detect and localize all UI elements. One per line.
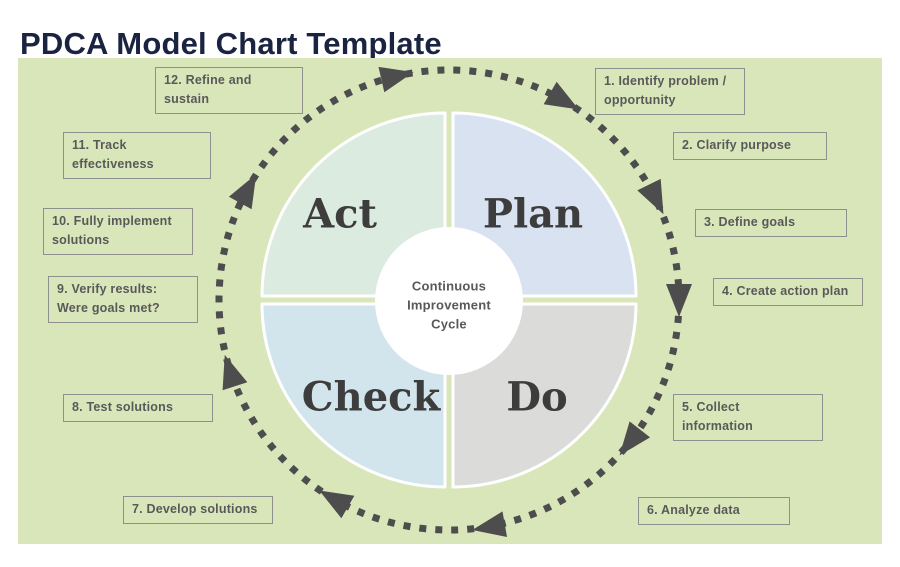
step-box-9: 9. Verify results: Were goals met? [48, 276, 198, 323]
step-box-3: 3. Define goals [695, 209, 847, 237]
arrowhead-top-left-icon [228, 174, 257, 210]
arrowhead-bottom-icon [472, 511, 508, 538]
step-box-12: 12. Refine and sustain [155, 67, 303, 114]
center-label-line: Continuous [411, 278, 487, 294]
arrowhead-right-upper-icon [637, 178, 664, 215]
arrowhead-top-right-icon [543, 81, 579, 110]
step-box-8: 8. Test solutions [63, 394, 213, 422]
arrowhead-bottom-right-icon [619, 421, 651, 456]
arrowhead-top-icon [378, 66, 414, 93]
quadrant-label-act: Act [303, 190, 377, 238]
step-box-7: 7. Develop solutions [123, 496, 273, 524]
arrowhead-right-icon [666, 284, 692, 317]
page-title: PDCA Model Chart Template [20, 25, 442, 61]
quadrant-label-check: Check [301, 373, 441, 421]
step-box-5: 5. Collect information [673, 394, 823, 441]
quadrant-label-plan: Plan [482, 190, 584, 238]
step-box-10: 10. Fully implement solutions [43, 208, 193, 255]
center-label-line: Improvement [407, 297, 491, 313]
step-box-11: 11. Track effectiveness [63, 132, 211, 179]
center-label: Continuous Improvement Cycle [374, 278, 524, 335]
step-box-1: 1. Identify problem / opportunity [595, 68, 745, 115]
arrowhead-left-icon [222, 354, 248, 391]
step-box-2: 2. Clarify purpose [673, 132, 827, 160]
center-label-line: Cycle [431, 316, 467, 332]
cycle-arrowheads [222, 66, 692, 538]
arrowhead-bottom-left-icon [319, 490, 355, 519]
step-box-6: 6. Analyze data [638, 497, 790, 525]
quadrant-label-do: Do [506, 373, 568, 421]
step-box-4: 4. Create action plan [713, 278, 863, 306]
center-hub-circle [375, 227, 523, 375]
